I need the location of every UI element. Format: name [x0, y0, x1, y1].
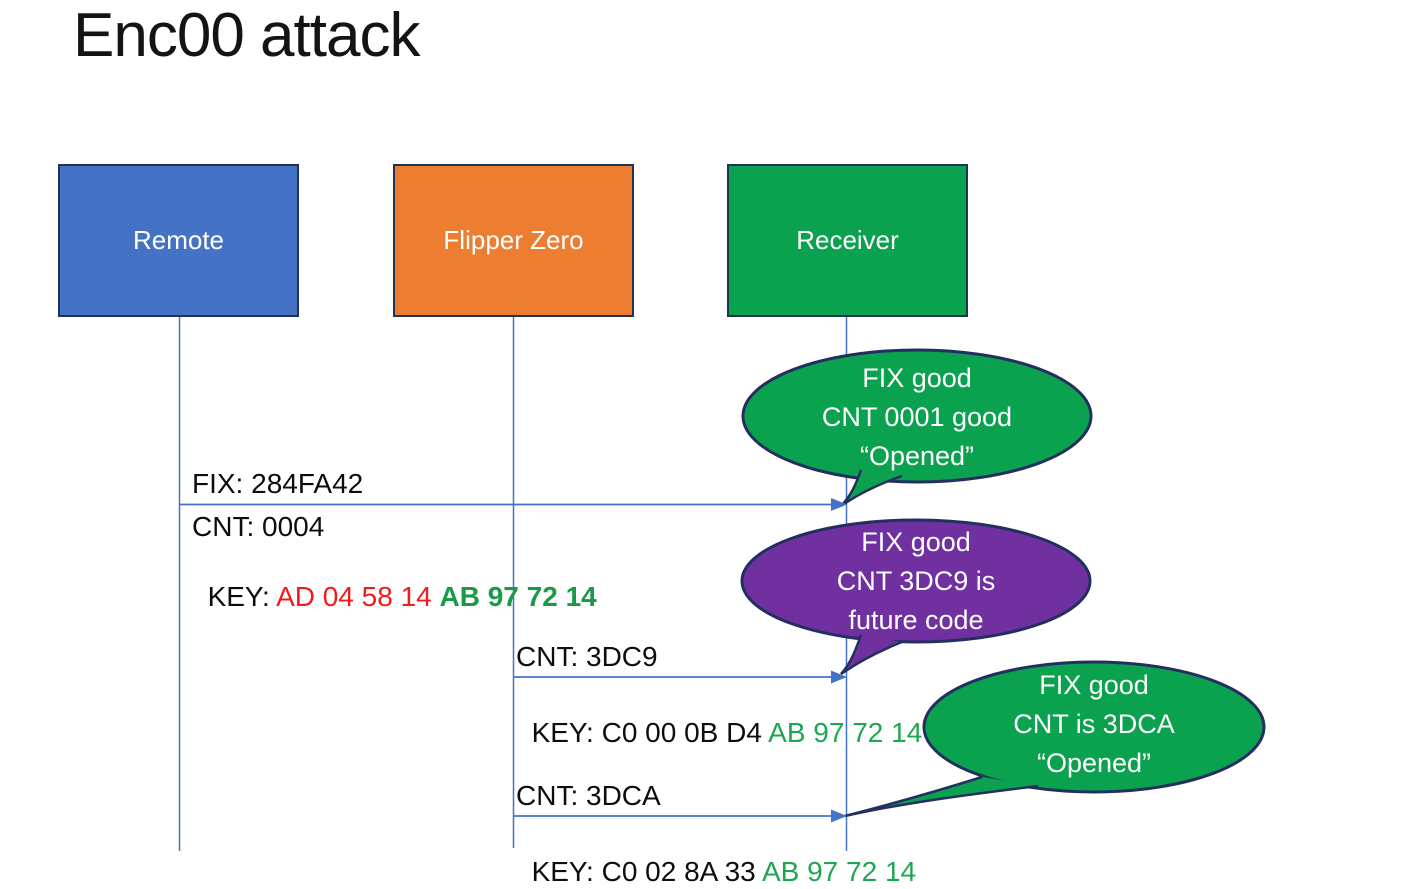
callout-line: future code: [848, 605, 984, 635]
actor-label-remote: Remote: [132, 225, 225, 255]
callout-line: FIX good: [861, 527, 971, 557]
message-2-key-label: KEY: C0 00 0B D4 AB 97 72 14: [516, 682, 923, 750]
message-2-cnt-label: CNT: 3DC9: [516, 641, 658, 672]
callout-line: “Opened”: [859, 441, 975, 471]
callout-2-text: FIX good CNT 3DC9 is future code: [756, 523, 1076, 640]
callout-3-text: FIX good CNT is 3DCA “Opened”: [934, 666, 1254, 783]
arrow-head-1: [831, 498, 847, 511]
key-prefix: KEY:: [207, 581, 277, 612]
key-red-bytes: AD 04 58 14: [276, 581, 440, 612]
message-3-key-label: KEY: C0 02 8A 33 AB 97 72 14: [516, 821, 917, 889]
callout-line: CNT 3DC9 is: [836, 566, 996, 596]
arrow-head-2: [831, 670, 847, 684]
arrow-head-3: [831, 809, 847, 823]
callout-line: “Opened”: [1036, 748, 1152, 778]
actor-box-remote: Remote: [58, 164, 299, 317]
key-black-bytes: KEY: C0 00 0B D4: [531, 717, 769, 748]
key-green-bytes: AB 97 72 14: [761, 856, 917, 887]
message-1-fix-label: FIX: 284FA42: [192, 468, 364, 499]
message-3-cnt-label: CNT: 3DCA: [516, 780, 661, 811]
callout-bubble-1: [741, 348, 1093, 484]
callout-line: CNT is 3DCA: [1013, 709, 1175, 739]
message-1-key-label: KEY: AD 04 58 14 AB 97 72 14: [192, 546, 597, 614]
page-title: Enc00 attack: [73, 1, 420, 70]
callout-line: FIX good: [1039, 670, 1149, 700]
actor-label-flipper-zero: Flipper Zero: [443, 225, 584, 255]
sequence-diagram-canvas: [178, 317, 1266, 851]
callout-line: FIX good: [862, 363, 972, 393]
key-black-bytes: KEY: C0 02 8A 33: [531, 856, 762, 887]
callout-1-text: FIX good CNT 0001 good “Opened”: [757, 359, 1077, 476]
key-green-bytes: AB 97 72 14: [768, 717, 923, 748]
callout-bubble-3: [922, 660, 1266, 794]
actor-box-flipper-zero: Flipper Zero: [393, 164, 634, 317]
callout-bubble-2: [740, 518, 1092, 644]
callout-line: CNT 0001 good: [821, 402, 1013, 432]
actor-label-receiver: Receiver: [796, 225, 899, 255]
actor-box-receiver: Receiver: [727, 164, 968, 317]
key-green-bytes: AB 97 72 14: [439, 581, 597, 612]
callout-tail-2: [840, 634, 903, 676]
message-1-cnt-label: CNT: 0004: [192, 511, 325, 542]
